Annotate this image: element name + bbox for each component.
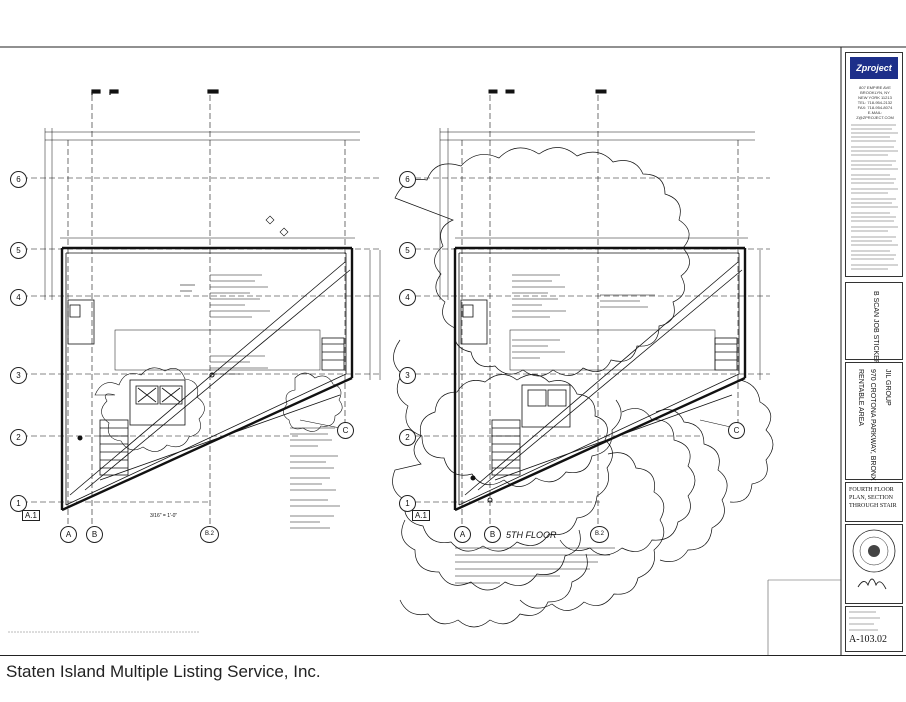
left-floor-plan: [22, 89, 381, 530]
sticker-label: B SCAN JOB STICKER: [872, 291, 879, 365]
watermark-text: Staten Island Multiple Listing Service, …: [6, 662, 321, 681]
grid-row-5-left: 5: [10, 242, 27, 259]
grid-col-b2-right: B.2: [590, 526, 609, 543]
grid-row-6-left: 6: [10, 171, 27, 188]
grid-col-c-right: C: [728, 422, 745, 439]
grid-col-b-right: B: [484, 526, 501, 543]
title-block: Zproject 807 EMPIRE AVE BROOKLYN, NY NEW…: [845, 52, 903, 652]
grid-row-4-left: 4: [10, 289, 27, 306]
architect-seal-icon: [852, 529, 896, 590]
sheet-number: A-103.02: [849, 634, 888, 645]
seal-box: [845, 524, 903, 604]
plan-ref-right: A.1: [412, 510, 431, 521]
grid-row-4-right: 4: [399, 289, 416, 306]
grid-row-6-right: 6: [399, 171, 416, 188]
drawing-title: FOURTH FLOOR PLAN, SECTION THROUGH STAIR: [849, 487, 897, 509]
grid-col-b-left: B: [86, 526, 103, 543]
firm-logo: Zproject: [850, 57, 898, 79]
left-plan-scale: 3/16" = 1'-0": [150, 513, 178, 519]
grid-row-3-left: 3: [10, 367, 27, 384]
firm-notes: [851, 124, 898, 270]
sticker-box: B SCAN JOB STICKER: [845, 282, 903, 365]
grid-col-a-left: A: [60, 526, 77, 543]
firm-box: Zproject 807 EMPIRE AVE BROOKLYN, NY NEW…: [845, 52, 903, 277]
firm-logo-text: Zproject: [856, 63, 892, 73]
grid-row-1-right: 1: [399, 495, 416, 512]
grid-col-a-right: A: [454, 526, 471, 543]
right-plan-floor-label: 5TH FLOOR: [506, 530, 557, 540]
grid-row-3-right: 3: [399, 367, 416, 384]
drawing-title-box: FOURTH FLOOR PLAN, SECTION THROUGH STAIR: [845, 482, 903, 522]
right-floor-plan: [392, 89, 774, 628]
project-box: RENTABLE AREA 970 CROTONA PARKWAY, BRONX…: [845, 362, 903, 481]
sheet-info-box: A-103.02: [845, 606, 903, 652]
project-area: RENTABLE AREA: [857, 369, 864, 427]
project-address: 970 CROTONA PARKWAY, BRONX: [869, 369, 876, 481]
plan-ref-left: A.1: [22, 510, 41, 521]
grid-row-2-left: 2: [10, 429, 27, 446]
grid-col-b2-left: B.2: [200, 526, 219, 543]
client-name: JIL GROUP: [884, 369, 891, 406]
sheet-info-lines: [849, 611, 880, 631]
grid-row-5-right: 5: [399, 242, 416, 259]
grid-row-2-right: 2: [399, 429, 416, 446]
footer-watermark-bar: Staten Island Multiple Listing Service, …: [0, 655, 906, 702]
firm-address: 807 EMPIRE AVE BROOKLYN, NY NEW YORK 112…: [856, 85, 894, 120]
grid-row-1-left: 1: [10, 495, 27, 512]
grid-col-c-left: C: [337, 422, 354, 439]
